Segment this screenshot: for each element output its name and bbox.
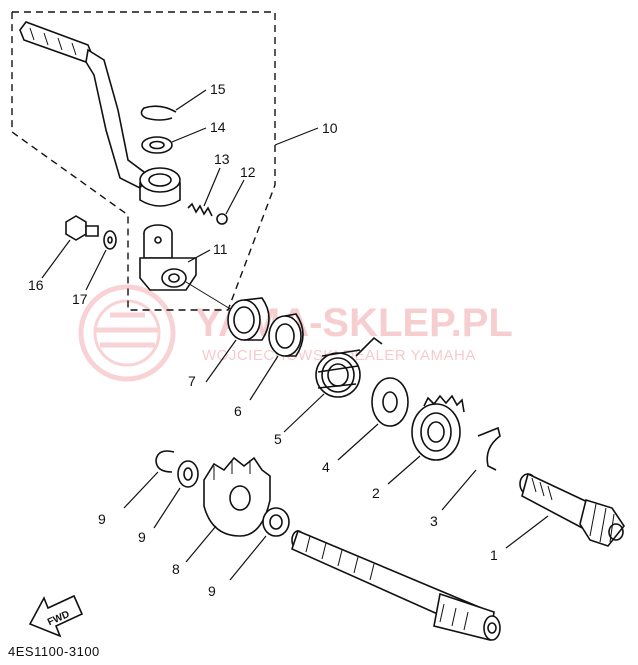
washer-part-15: 14 xyxy=(141,119,226,154)
assembly-boundary-outline xyxy=(11,11,276,311)
callout-16: 15 xyxy=(210,81,226,97)
callout-15: 14 xyxy=(210,119,226,135)
watermark-logo xyxy=(78,284,176,382)
washer-part-9a: 9 xyxy=(138,460,199,545)
washer-part-18: 17 xyxy=(72,230,117,307)
kick-shaft xyxy=(291,529,501,641)
callout-8: 8 xyxy=(172,561,180,577)
ball-part-13: 12 xyxy=(216,164,256,225)
circlip-part-16: 15 xyxy=(140,81,226,121)
callout-11: 10 xyxy=(322,120,338,136)
callout-7: 7 xyxy=(188,373,196,389)
callout-3: 3 xyxy=(430,513,438,529)
callout-2: 2 xyxy=(372,485,380,501)
callout-10: 9 xyxy=(98,511,106,527)
forward-direction-arrow: FWD xyxy=(28,594,84,638)
callout-18: 17 xyxy=(72,291,88,307)
figure-code: 4ES1100-3100 xyxy=(8,644,100,659)
ratchet-part-8: 8 xyxy=(172,456,271,577)
callout-9b: 9 xyxy=(208,583,216,599)
torsion-spring-part-5: 5 xyxy=(274,336,383,447)
callout-9a: 9 xyxy=(138,529,146,545)
callout-4: 4 xyxy=(322,459,330,475)
bearing-part-7: 7 xyxy=(188,297,270,389)
kick-crank-arm xyxy=(19,21,181,207)
kick-axle-part-1: 1 xyxy=(490,472,625,563)
callout-1: 1 xyxy=(490,547,498,563)
callout-group-11: 10 xyxy=(274,120,338,146)
washer-part-4: 4 xyxy=(322,377,409,475)
callout-12: 11 xyxy=(213,241,228,257)
collar-part-6: 6 xyxy=(234,313,304,419)
washer-part-9b: 9 xyxy=(208,507,290,599)
callout-6: 6 xyxy=(234,403,242,419)
circlip-part-10: 9 xyxy=(98,450,175,527)
kick-gear-part-2: 2 xyxy=(372,394,465,501)
callout-14: 13 xyxy=(214,151,230,167)
callout-17: 16 xyxy=(28,277,44,293)
clip-part-3: 3 xyxy=(430,426,501,529)
kick-boss-part-12: 11 xyxy=(139,224,233,311)
callout-13: 12 xyxy=(240,164,256,180)
spring-part-14: 13 xyxy=(187,151,230,217)
bolt-part-17: 16 xyxy=(28,215,99,293)
callout-5: 5 xyxy=(274,431,282,447)
